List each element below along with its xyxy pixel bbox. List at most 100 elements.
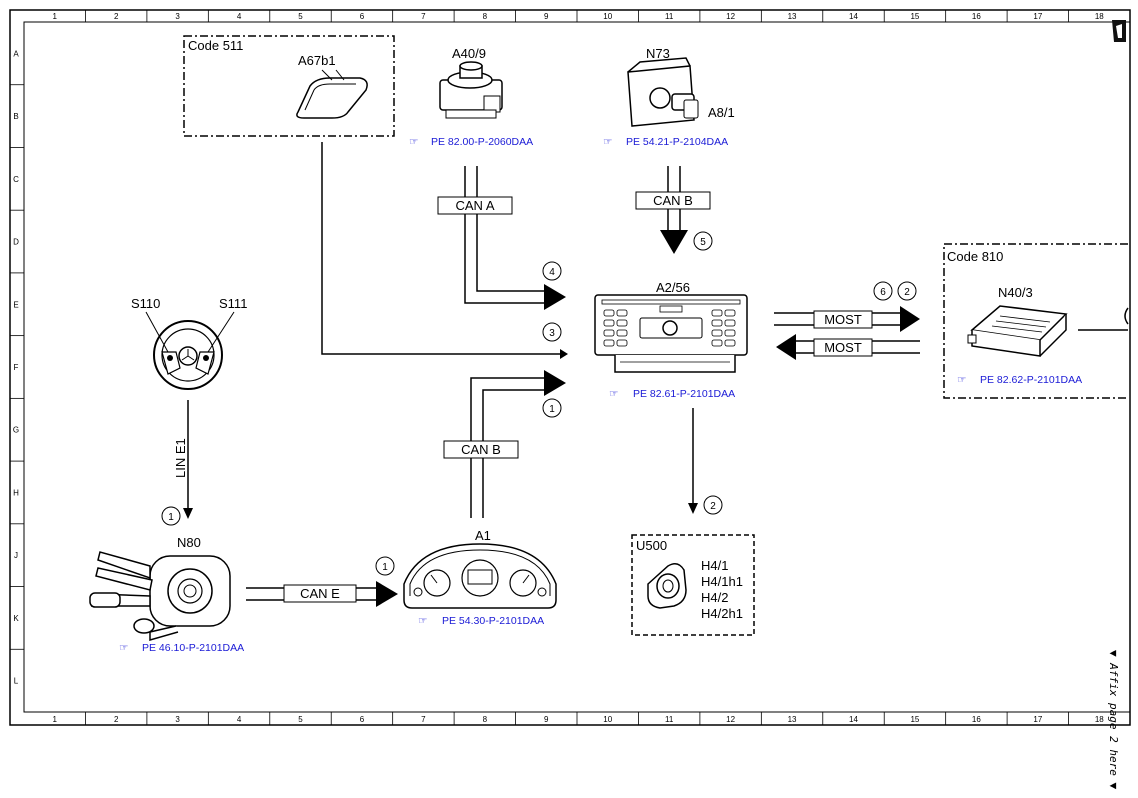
- a8-1-label: A8/1: [708, 105, 735, 120]
- grid-col-top-7: 7: [421, 12, 426, 21]
- u500-audio-arrowhead: [688, 503, 698, 514]
- u500-label: U500: [636, 538, 667, 553]
- can-a-box: [437, 196, 513, 215]
- n40-3-ref-icon: ☞: [957, 374, 966, 386]
- grid-col-bottom-15: 15: [910, 715, 919, 724]
- a2-56-ref-link[interactable]: PE 82.61-P-2101DAA: [633, 388, 735, 400]
- affix-page-note: ▼ Affix page 2 here ▼: [1107, 650, 1120, 789]
- grid-col-bottom-8: 8: [483, 715, 488, 724]
- grid-col-bottom-11: 11: [665, 715, 674, 724]
- callout-4: 4: [542, 261, 562, 281]
- h4-2h1-label: H4/2h1: [701, 606, 743, 621]
- n40-3-label: N40/3: [998, 285, 1033, 300]
- code-810-box: [943, 243, 1128, 399]
- grid-col-bottom-18: 18: [1095, 715, 1104, 724]
- steering-wheel-icon: [145, 311, 235, 390]
- svg-text:2: 2: [904, 287, 910, 298]
- h4-1-label: H4/1: [701, 558, 728, 573]
- callout-6: 6: [873, 281, 893, 301]
- svg-text:2: 2: [710, 501, 716, 512]
- can-b-bottom-box: [443, 440, 519, 459]
- grid-col-top-13: 13: [788, 12, 797, 21]
- a1-ref-link[interactable]: PE 54.30-P-2101DAA: [442, 615, 544, 627]
- n80-ref-link[interactable]: PE 46.10-P-2101DAA: [142, 642, 244, 654]
- head-unit-icon: [594, 294, 748, 373]
- svg-text:1: 1: [382, 562, 388, 573]
- most-out-label: MOST: [824, 312, 862, 327]
- controller-knob-icon: [439, 61, 503, 119]
- grid-col-top-18: 18: [1095, 12, 1104, 21]
- grid-col-bottom-16: 16: [972, 715, 981, 724]
- grid-col-top-10: 10: [603, 12, 612, 21]
- a2-56-ref-icon: ☞: [609, 388, 618, 400]
- svg-text:1: 1: [549, 404, 555, 415]
- s110-label: S110: [131, 296, 160, 311]
- grid-col-top-6: 6: [360, 12, 365, 21]
- can-b-bottom-connection: [470, 370, 566, 518]
- grid-col-bottom-5: 5: [298, 715, 303, 724]
- grid-row-A: A: [13, 49, 19, 58]
- callout-5: 5: [693, 231, 713, 251]
- speaker-icon: [647, 563, 687, 609]
- lin-e1-label: LIN E1: [173, 438, 188, 478]
- a40-9-ref-icon: ☞: [409, 136, 418, 148]
- n80-label: N80: [177, 535, 201, 550]
- grid-col-top-9: 9: [544, 12, 549, 21]
- grid-col-bottom-1: 1: [52, 715, 57, 724]
- offpage-connector: [1124, 307, 1129, 325]
- can-a-label: CAN A: [455, 198, 494, 213]
- rear-view-mirror-icon: [296, 69, 368, 119]
- grid-col-top-3: 3: [175, 12, 180, 21]
- grid-row-G: G: [13, 426, 19, 435]
- grid-col-bottom-6: 6: [360, 715, 365, 724]
- lin-e1-arrowhead: [183, 508, 193, 519]
- h4-2-label: H4/2: [701, 590, 728, 605]
- amplifier-icon: [967, 305, 1068, 357]
- a40-9-ref-link[interactable]: PE 82.00-P-2060DAA: [431, 136, 533, 148]
- grid-col-top-15: 15: [910, 12, 919, 21]
- svg-text:3: 3: [549, 328, 555, 339]
- grid-col-bottom-3: 3: [175, 715, 180, 724]
- grid-row-C: C: [13, 175, 19, 184]
- steering-column-module-icon: [89, 551, 231, 641]
- grid-col-top-17: 17: [1033, 12, 1042, 21]
- n73-label: N73: [646, 46, 670, 61]
- grid-col-bottom-13: 13: [788, 715, 797, 724]
- can-b-top-box: [635, 191, 711, 210]
- svg-text:5: 5: [700, 237, 706, 248]
- can-b-top-label: CAN B: [653, 193, 693, 208]
- grid-row-B: B: [13, 112, 18, 121]
- most-in-box: [813, 338, 873, 357]
- callout-1-a2-56: 1: [542, 398, 562, 418]
- n73-ref-link[interactable]: PE 54.21-P-2104DAA: [626, 136, 728, 148]
- grid-col-top-5: 5: [298, 12, 303, 21]
- can-e-box: [283, 584, 357, 603]
- grid-col-bottom-9: 9: [544, 715, 549, 724]
- svg-text:6: 6: [880, 287, 886, 298]
- a40-9-label: A40/9: [452, 46, 486, 61]
- grid-scale: 1122334455667788991010111112121313141415…: [10, 10, 1104, 725]
- svg-text:1: 1: [168, 512, 174, 523]
- most-in-label: MOST: [824, 340, 862, 355]
- grid-row-K: K: [13, 614, 19, 623]
- can-a-connection: [464, 166, 566, 310]
- callout-1-a1: 1: [375, 556, 395, 576]
- grid-col-bottom-4: 4: [237, 715, 242, 724]
- grid-col-top-14: 14: [849, 12, 858, 21]
- can-b-top-connection: [660, 166, 688, 254]
- n40-3-ref-link[interactable]: PE 82.62-P-2101DAA: [980, 374, 1082, 386]
- s111-label: S111: [219, 296, 247, 311]
- grid-col-top-11: 11: [665, 12, 674, 21]
- most-out-box: [813, 310, 873, 329]
- u500-box: [631, 534, 755, 636]
- grid-col-top-2: 2: [114, 12, 119, 21]
- grid-col-bottom-2: 2: [114, 715, 119, 724]
- grid-row-H: H: [13, 488, 19, 497]
- callout-3: 3: [542, 322, 562, 342]
- callout-2-most: 2: [897, 281, 917, 301]
- code-511-label: Code 511: [188, 38, 243, 53]
- grid-col-bottom-12: 12: [726, 715, 735, 724]
- grid-col-bottom-14: 14: [849, 715, 858, 724]
- corner-tab-icon: [1112, 20, 1126, 42]
